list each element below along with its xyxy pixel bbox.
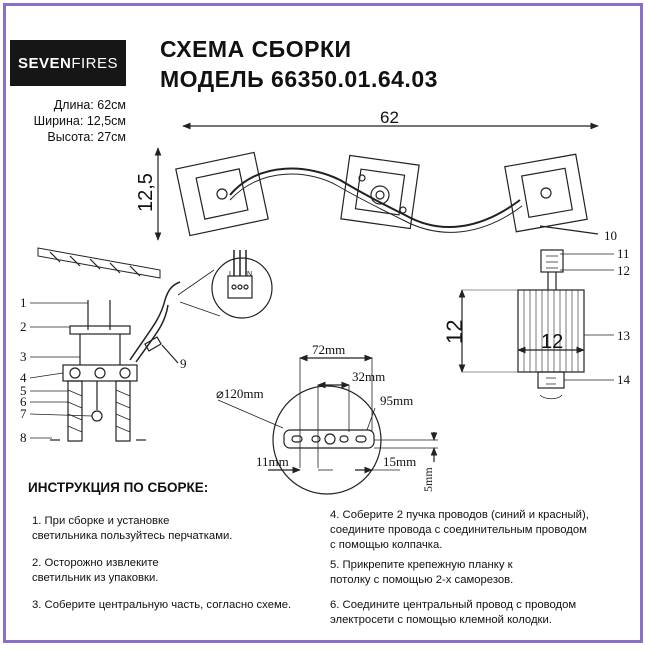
step-5-line-2: потолку с помощью 2-х саморезов. [330,574,514,586]
callout-1: 1 [20,295,27,310]
page-frame [3,3,643,643]
instruction-step-5: 5. Прикрепите крепежную планку к потолку… [330,558,513,588]
label-diameter: ⌀120mm [216,386,264,401]
dim-length: Длина: 62см [53,98,126,112]
step-3-line-1: 3. Соберите центральную часть, согласно … [32,599,292,611]
callout-2: 2 [20,319,27,334]
curved-bar [229,167,521,228]
step-5-line-1: 5. Прикрепите крепежную планку к [330,559,513,571]
step-1-line-2: светильника пользуйтесь перчатками. [32,530,233,542]
step-6-line-2: электросети с помощью клемной колодки. [330,614,552,626]
shade-top-right [504,153,588,233]
wire-label-n: N [247,271,252,278]
instructions-heading: ИНСТРУКЦИЯ ПО СБОРКЕ: [28,480,209,495]
step-2-line-1: 2. Осторожно извлеките [32,557,159,569]
callout-5: 5 [20,383,27,398]
shade-top-center [340,154,420,230]
callout-12: 12 [617,263,630,278]
callout-6: 6 [20,394,27,409]
dimensions-block: Длина: 62см Ширина: 12,5см Высота: 27см [14,97,126,145]
label-shade-height: 12 [442,320,467,344]
leader-10 [539,225,599,235]
step-6-line-1: 6. Соедините центральный провод с провод… [330,599,577,611]
wire-label-l: L [229,271,233,278]
callout-7: 7 [20,406,27,421]
step-1-line-1: 1. При сборке и установке [32,515,170,527]
dim-width: Ширина: 12,5см [33,114,126,128]
label-shade-width: 12 [541,331,563,353]
left-leaders [29,302,93,439]
instruction-step-6: 6. Соедините центральный провод с провод… [330,598,576,628]
connector-zoom [177,250,273,319]
label-95mm: 95mm [380,393,413,408]
mounting-plate [217,354,438,495]
label-72mm: 72mm [312,342,345,357]
callout-13: 13 [617,328,630,343]
callout-14: 14 [617,372,631,387]
callout-10: 10 [604,228,617,243]
shade-side [458,249,614,400]
shade-top-left [175,151,269,237]
brand-light: FIRES [71,54,119,72]
instruction-step-2: 2. Осторожно извлеките светильник из упа… [32,556,159,586]
instruction-step-4: 4. Соберите 2 пучка проводов (синий и кр… [330,508,589,553]
callout-9: 9 [180,356,187,371]
instruction-step-3: 3. Соберите центральную часть, согласно … [32,598,291,613]
label-15mm: 15mm [383,454,416,469]
title-line-2: МОДЕЛЬ 66350.01.64.03 [160,66,438,92]
callout-4: 4 [20,370,27,385]
callout-8: 8 [20,430,27,445]
callout-11: 11 [617,246,630,261]
label-11mm: 11mm [256,454,289,469]
label-32mm: 32mm [352,369,385,384]
label-12-5: 12,5 [135,173,157,212]
step-4-line-3: с помощью колпачка. [330,539,443,551]
step-4-line-1: 4. Соберите 2 пучка проводов (синий и кр… [330,509,589,521]
title-line-1: СХЕМА СБОРКИ [160,36,352,62]
brand-strong: SEVEN [17,54,72,72]
label-62: 62 [380,108,399,127]
side-view [37,247,181,442]
callout-3: 3 [20,349,27,364]
dim-height: Высота: 27см [47,130,126,144]
instruction-step-1: 1. При сборке и установке светильника по… [32,514,232,544]
step-2-line-2: светильник из упаковки. [32,572,159,584]
page-title: СХЕМА СБОРКИ МОДЕЛЬ 66350.01.64.03 [160,34,438,94]
step-4-line-2: соедините провода с соединительным прово… [330,524,587,536]
label-5mm: 5mm [421,467,435,492]
curved-bar-edge [229,173,523,233]
